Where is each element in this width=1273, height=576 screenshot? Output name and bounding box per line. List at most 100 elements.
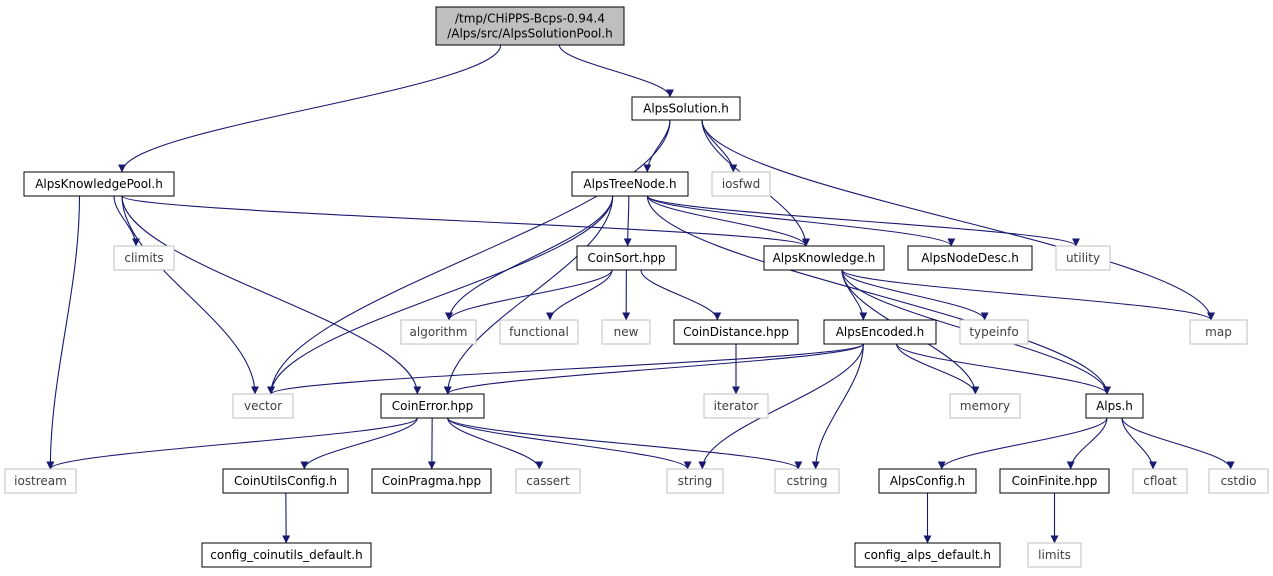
node-box-cstring (774, 468, 840, 494)
node-box-memory (949, 393, 1021, 419)
node-cfloat: cfloat (1132, 468, 1188, 494)
node-alpsknowledgepool[interactable]: AlpsKnowledgePool.h (23, 171, 175, 197)
node-label-coinutilsconfig: CoinUtilsConfig.h (234, 474, 337, 488)
edge-alpsknowledgepool-to-iostream (46, 195, 81, 470)
node-alpsencoded[interactable]: AlpsEncoded.h (823, 319, 937, 345)
edge-alpsknowledge-to-typeinfo (841, 269, 989, 321)
node-box-functional (499, 319, 579, 345)
node-label-iosfwd: iosfwd (722, 177, 760, 191)
node-label-cfloat: cfloat (1143, 474, 1177, 488)
node-box-root (435, 6, 625, 46)
edge-root-to-alpssolution (558, 44, 674, 98)
node-label-coinfinite: CoinFinite.hpp (1012, 474, 1098, 488)
node-alpsconfig[interactable]: AlpsConfig.h (878, 468, 977, 494)
node-coinerror[interactable]: CoinError.hpp (380, 393, 485, 419)
node-box-alpssolution (631, 96, 741, 121)
edge-alpssolution-to-vector (267, 119, 671, 395)
node-box-coinerror (380, 393, 485, 419)
edge-coinerror-to-string (447, 417, 692, 470)
edge-alps-to-coinfinite (1066, 417, 1108, 470)
node-label-algorithm: algorithm (410, 325, 468, 339)
node-label-alpsnodedesc: AlpsNodeDesc.h (921, 251, 1019, 265)
node-label-cassert: cassert (526, 474, 570, 488)
node-box-configalps (854, 542, 1001, 568)
edge-alpstreenode-to-utility (646, 195, 1080, 247)
node-coinfinite[interactable]: CoinFinite.hpp (999, 468, 1110, 494)
node-alps[interactable]: Alps.h (1085, 393, 1144, 419)
node-label-limits: limits (1038, 548, 1071, 562)
edge-coinsort-to-functional (546, 269, 613, 321)
node-algorithm: algorithm (400, 319, 477, 345)
node-label-coindistance: CoinDistance.hpp (683, 325, 789, 339)
node-box-coindistance (673, 319, 799, 345)
edge-alpstreenode-to-alpsknowledge (646, 195, 810, 247)
edge-alpstreenode-to-alps (646, 195, 1111, 395)
edge-alpstreenode-to-algorithm (445, 195, 614, 321)
edge-alpsencoded-to-coinerror (443, 343, 864, 395)
edge-alps-to-alpsconfig (937, 417, 1108, 470)
node-box-coinfinite (999, 468, 1110, 494)
node-configalps[interactable]: config_alps_default.h (854, 542, 1001, 568)
edge-alps-to-cfloat (1121, 417, 1157, 470)
node-box-configcoinutils (201, 542, 372, 568)
node-coinsort[interactable]: CoinSort.hpp (576, 245, 677, 271)
node-alpsknowledge[interactable]: AlpsKnowledge.h (763, 245, 885, 271)
node-label-coinsort: CoinSort.hpp (588, 251, 666, 265)
node-label-configcoinutils: config_coinutils_default.h (210, 548, 362, 562)
node-box-alps (1085, 393, 1144, 419)
node-label-typeinfo: typeinfo (969, 325, 1018, 339)
node-cassert: cassert (515, 468, 581, 494)
node-box-coinutilsconfig (222, 468, 349, 494)
edge-alpsknowledgepool-to-coinerror (121, 195, 422, 395)
node-coinpragma[interactable]: CoinPragma.hpp (371, 468, 492, 494)
node-iterator: iterator (703, 393, 769, 419)
node-label-alpssolution: AlpsSolution.h (643, 102, 729, 116)
node-string: string (666, 468, 724, 494)
node-label-iterator: iterator (714, 399, 759, 413)
edge-alpsknowledgepool-to-climits (113, 195, 140, 247)
node-label-functional: functional (509, 325, 569, 339)
node-label-climits: climits (124, 251, 163, 265)
edge-coinerror-to-iostream (46, 417, 418, 470)
node-root[interactable]: /tmp/CHiPPS-Bcps-0.94.4/Alps/src/AlpsSol… (435, 6, 625, 46)
node-configcoinutils[interactable]: config_coinutils_default.h (201, 542, 372, 568)
node-alpstreenode[interactable]: AlpsTreeNode.h (571, 171, 689, 197)
node-cstring: cstring (774, 468, 840, 494)
edge-coinsort-to-coindistance (640, 269, 722, 321)
node-iostream: iostream (4, 468, 77, 494)
node-label-cstdio: cstdio (1221, 474, 1257, 488)
edge-alpsencoded-to-string (698, 343, 864, 470)
node-label-iostream: iostream (14, 474, 67, 488)
edge-alpsencoded-to-memory (896, 343, 980, 395)
node-climits: climits (113, 245, 175, 271)
edge-alpstreenode-to-vector (267, 195, 614, 395)
node-box-iosfwd (711, 171, 771, 197)
node-box-cassert (515, 468, 581, 494)
edge-alpsknowledgepool-to-vector (121, 195, 259, 395)
node-label-alps: Alps.h (1096, 399, 1133, 413)
node-coinutilsconfig[interactable]: CoinUtilsConfig.h (222, 468, 349, 494)
edge-coinerror-to-cstring (447, 417, 803, 470)
node-box-limits (1027, 542, 1082, 568)
node-box-vector (232, 393, 294, 419)
node-box-iostream (4, 468, 77, 494)
node-box-utility (1055, 245, 1111, 271)
edge-coinerror-to-cassert (447, 417, 544, 470)
node-label-string: string (678, 474, 712, 488)
edge-alpssolution-to-map (701, 119, 1215, 321)
edge-alpstreenode-to-alpsnodedesc (646, 195, 956, 247)
node-utility: utility (1055, 245, 1111, 271)
edge-alpsencoded-to-vector (267, 343, 864, 395)
node-box-alpsencoded (823, 319, 937, 345)
node-box-alpsknowledge (763, 245, 885, 271)
node-label-alpsknowledgepool: AlpsKnowledgePool.h (35, 177, 163, 191)
node-label-vector: vector (244, 399, 282, 413)
node-coindistance[interactable]: CoinDistance.hpp (673, 319, 799, 345)
node-label-root: /Alps/src/AlpsSolutionPool.h (447, 27, 613, 41)
node-alpssolution[interactable]: AlpsSolution.h (631, 96, 741, 121)
edge-alpssolution-to-iosfwd (701, 119, 738, 173)
node-memory: memory (949, 393, 1021, 419)
edge-root-to-alpsknowledgepool (118, 44, 502, 173)
node-alpsnodedesc[interactable]: AlpsNodeDesc.h (907, 245, 1033, 271)
edge-alpsencoded-to-cstring (811, 343, 864, 470)
